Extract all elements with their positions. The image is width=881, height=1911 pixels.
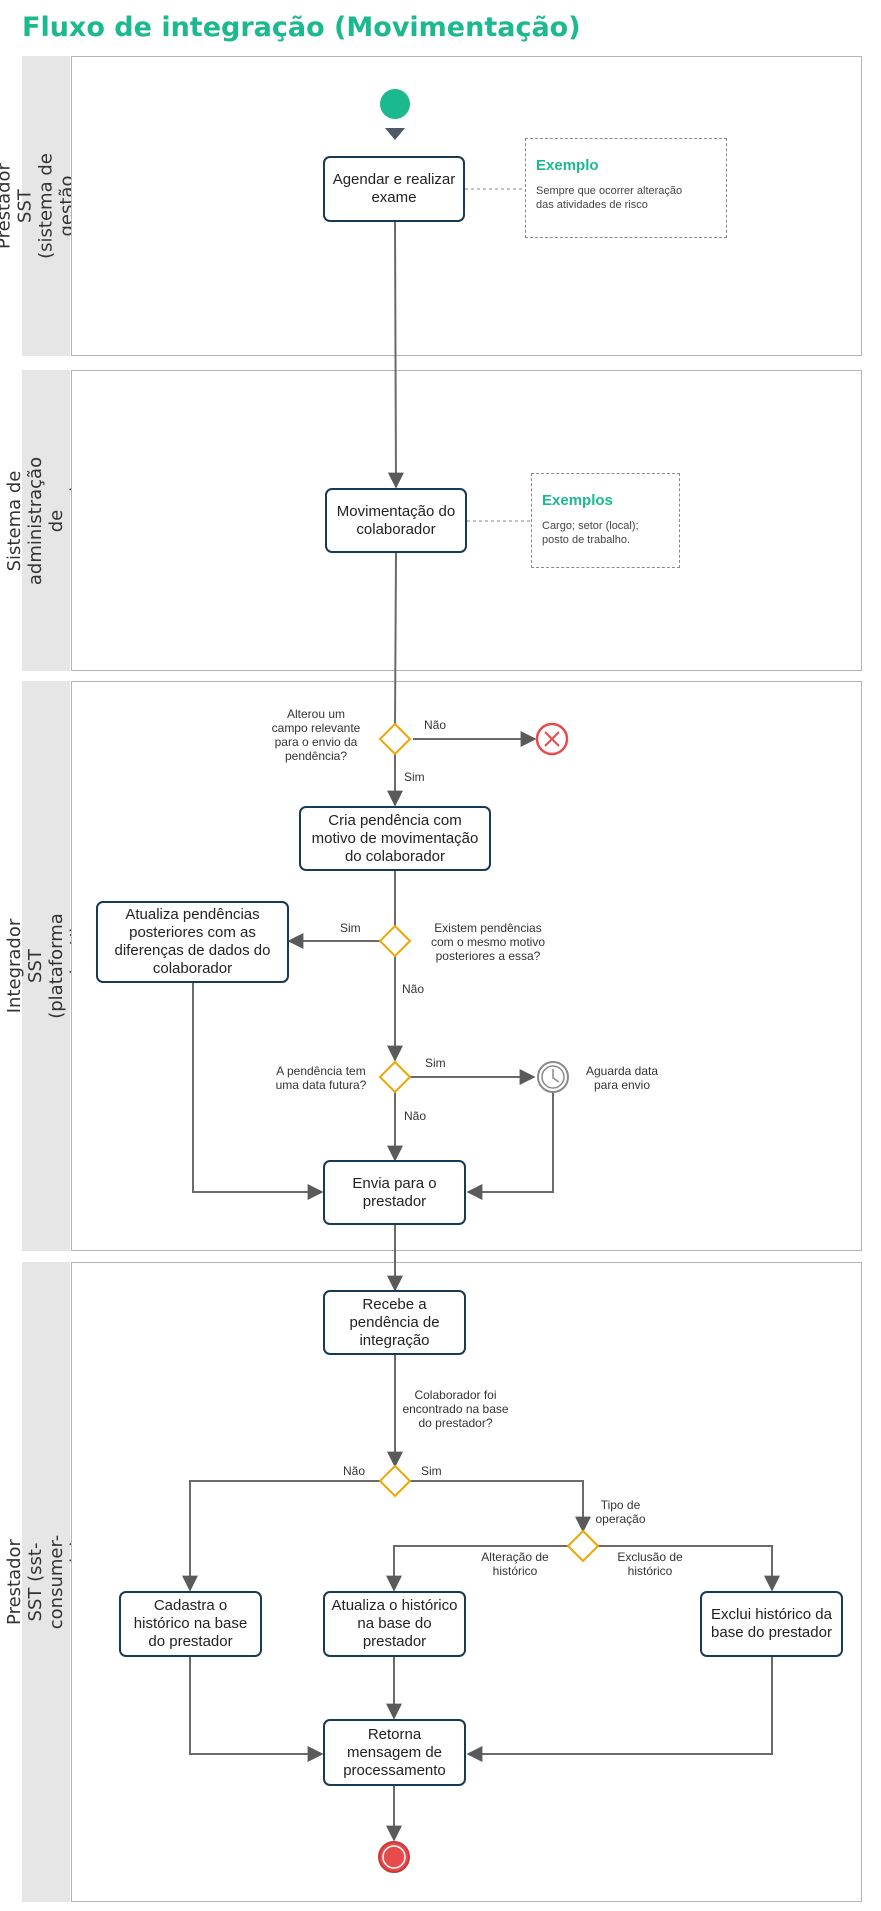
edge-tipo-atualiza bbox=[386, 1545, 568, 1592]
label-sim-1: Sim bbox=[404, 770, 425, 784]
label-alteracao-historico: Alteração de histórico bbox=[481, 1550, 549, 1578]
label-nao-3: Não bbox=[404, 1109, 427, 1123]
gateway-existem-pendencias bbox=[378, 924, 412, 958]
edge-decisao-tipo bbox=[410, 1480, 591, 1533]
label-q-existem-pendencias: Existem pendências com o mesmo motivo po… bbox=[430, 921, 546, 963]
label-sim-2: Sim bbox=[340, 921, 361, 935]
page-title: Fluxo de integração (Movimentação) bbox=[22, 12, 581, 43]
task-cria-pendencia: Cria pendência com motivo de movimentaçã… bbox=[299, 806, 491, 871]
gateway-campo-relevante bbox=[378, 722, 412, 756]
start-event bbox=[380, 89, 410, 119]
gateway-data-futura bbox=[378, 1060, 412, 1094]
edge-agendar-movimentacao bbox=[387, 221, 404, 489]
note-exemplos: Exemplos Cargo; setor (local); posto de … bbox=[531, 473, 680, 568]
edge-cadastra-retorna bbox=[189, 1657, 324, 1762]
lane-header-prestador-consumer: Prestador SST (sst-consumer-example) bbox=[4, 1262, 88, 1902]
task-retorna-mensagem: Retorna mensagem de processamento bbox=[323, 1719, 466, 1786]
label-sim-4: Sim bbox=[421, 1464, 442, 1478]
lane-header-integrador: Integrador SST (plataforma senior X) bbox=[4, 681, 88, 1251]
label-nao-4: Não bbox=[343, 1464, 366, 1478]
edge-movimentacao-decisao bbox=[394, 552, 397, 727]
task-atualiza-pendencias: Atualiza pendências posteriores com as d… bbox=[96, 901, 289, 983]
edge-exclui-retorna bbox=[466, 1657, 773, 1762]
task-agendar-exame: Agendar e realizar exame bbox=[323, 156, 465, 222]
task-recebe-pendencia: Recebe a pendência de integração bbox=[323, 1290, 466, 1355]
task-movimentacao-colaborador: Movimentação do colaborador bbox=[325, 488, 467, 553]
label-q-campo-relevante: Alterou um campo relevante para o envio … bbox=[271, 707, 361, 763]
task-cadastra-historico: Cadastra o histórico na base do prestado… bbox=[119, 1591, 262, 1657]
lane-prestador-gestao bbox=[71, 56, 862, 356]
note-exemplos-title: Exemplos bbox=[542, 492, 613, 509]
error-end-icon bbox=[535, 722, 569, 756]
start-marker bbox=[385, 128, 405, 140]
gateway-colaborador-encontrado bbox=[378, 1464, 412, 1498]
label-sim-3: Sim bbox=[425, 1056, 446, 1070]
end-event bbox=[378, 1841, 410, 1873]
task-atualiza-historico: Atualiza o histórico na base do prestado… bbox=[323, 1591, 466, 1657]
note-exemplos-text: Cargo; setor (local); posto de trabalho. bbox=[542, 520, 639, 546]
label-q-tipo-operacao: Tipo de operação bbox=[595, 1498, 646, 1526]
edge-tipo-exclui bbox=[598, 1545, 780, 1592]
lane-prestador-consumer bbox=[71, 1262, 862, 1902]
label-q-data-futura: A pendência tem uma data futura? bbox=[275, 1064, 367, 1092]
label-q-colaborador-encontrado: Colaborador foi encontrado na base do pr… bbox=[402, 1388, 509, 1430]
label-nao-2: Não bbox=[402, 982, 425, 996]
note-exemplo: Exemplo Sempre que ocorrer alteração das… bbox=[525, 138, 727, 238]
edge-decisao-cadastra bbox=[182, 1480, 380, 1592]
label-aguarda-data: Aguarda data para envio bbox=[585, 1064, 659, 1092]
edge-timer-envia bbox=[466, 1092, 554, 1200]
lane-header-administracao-pessoal: Sistema de administração de pessoal bbox=[4, 370, 88, 671]
note-exemplo-text: Sempre que ocorrer alteração das ativida… bbox=[536, 185, 683, 211]
gateway-tipo-operacao bbox=[566, 1529, 600, 1563]
lane-header-prestador-gestao: Prestador SST (sistema de gestão ocupaci… bbox=[0, 56, 99, 356]
task-envia-prestador: Envia para o prestador bbox=[323, 1160, 466, 1225]
task-exclui-historico: Exclui histórico da base do prestador bbox=[700, 1591, 843, 1657]
timer-icon bbox=[537, 1061, 569, 1093]
label-exclusao-historico: Exclusão de histórico bbox=[617, 1550, 683, 1578]
label-nao-1: Não bbox=[424, 718, 447, 732]
note-exemplo-title: Exemplo bbox=[536, 157, 599, 174]
edge-atualiza-envia bbox=[192, 983, 324, 1200]
